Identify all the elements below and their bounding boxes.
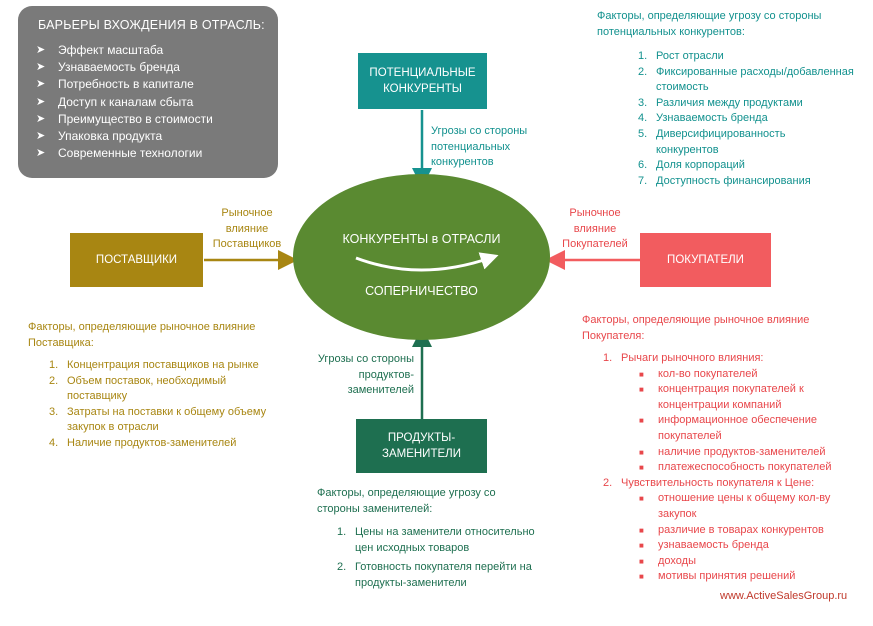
list-item: ■доходы xyxy=(639,554,861,570)
cycle-arrow-icon xyxy=(355,252,499,272)
square-bullet-icon: ■ xyxy=(639,572,644,582)
chevron-right-icon: ➤ xyxy=(36,95,46,108)
list-item: ■информационное обеспечение покупателей xyxy=(639,414,817,442)
list-item: ■мотивы принятия решений xyxy=(639,569,861,585)
supplier-factors-list: 1.Концентрация поставщиков на рынке 2.Об… xyxy=(49,358,287,452)
list-item: 1.Концентрация поставщиков на рынке xyxy=(49,359,259,371)
list-item: ➤Преимущество в стоимости xyxy=(36,111,213,128)
center-subtitle: СОПЕРНИЧЕСТВО xyxy=(365,284,478,298)
list-item: 2.Фиксированные расходы/добавленная стои… xyxy=(638,65,854,94)
barriers-title: БАРЬЕРЫ ВХОЖДЕНИЯ В ОТРАСЛЬ: xyxy=(38,18,265,32)
list-item: ■отношение цены к общему кол-ву закупок xyxy=(639,492,831,520)
center-title: КОНКУРЕНТЫ в ОТРАСЛИ xyxy=(342,232,501,246)
chevron-right-icon: ➤ xyxy=(36,44,46,56)
list-item: ■различие в товарах конкурентов xyxy=(639,523,861,539)
list-item: 3.Различия между продуктами xyxy=(638,96,803,109)
substitute-factors-title: Факторы, определяющие угрозу со стороны … xyxy=(317,487,496,515)
node-suppliers: ПОСТАВЩИКИ xyxy=(70,233,203,287)
substitute-factors-list: 1.Цены на заменители относительно цен ис… xyxy=(337,525,535,591)
buyer-factors-title: Факторы, определяющие рыночное влияние П… xyxy=(582,314,810,342)
chevron-right-icon: ➤ xyxy=(36,112,46,125)
chevron-right-icon: ➤ xyxy=(36,78,46,91)
list-item: 3.Затраты на поставки к общему объему за… xyxy=(49,405,267,434)
square-bullet-icon: ■ xyxy=(639,463,644,473)
chevron-right-icon: ➤ xyxy=(36,61,46,74)
label-buyer-influence: Рыночное влияние Покупателей xyxy=(562,207,628,251)
list-item: ➤Доступ к каналам сбыта xyxy=(36,94,213,111)
node-buyers: ПОКУПАТЕЛИ xyxy=(640,233,771,287)
list-item: 4.Наличие продуктов-заменителей xyxy=(49,436,237,449)
list-item: ➤Упаковка продукта xyxy=(36,128,213,145)
label-supplier-influence: Рыночное влияние Поставщиков xyxy=(212,207,282,251)
label-potential-threat: Угрозы со стороны потенциальных конкурен… xyxy=(431,125,528,169)
list-item: 5.Диверсифицированность конкурентов xyxy=(638,127,786,156)
list-item: 1.Рычаги рыночного влияния: xyxy=(603,352,764,364)
list-item: 4.Узнаваемость бренда xyxy=(638,112,768,125)
list-item: ➤Эффект масштаба xyxy=(36,42,213,59)
list-item: ■платежеспособность покупателей xyxy=(639,460,861,476)
square-bullet-icon: ■ xyxy=(639,541,644,551)
list-item: ■кол-во покупателей xyxy=(639,367,861,383)
potential-factors-title: Факторы, определяющие угрозу со стороны … xyxy=(597,10,822,38)
list-item: ➤Современные технологии xyxy=(36,145,213,162)
chevron-right-icon: ➤ xyxy=(36,147,46,160)
barriers-list: ➤Эффект масштаба ➤Узнаваемость бренда ➤П… xyxy=(36,42,213,162)
list-item: ■узнаваемость бренда xyxy=(639,538,861,554)
label-substitute-threat: Угрозы со стороны продуктов-заменителей xyxy=(317,353,414,397)
node-substitutes: ПРОДУКТЫ-ЗАМЕНИТЕЛИ xyxy=(356,419,487,473)
website-link[interactable]: www.ActiveSalesGroup.ru xyxy=(720,590,848,602)
node-potential-competitors: ПОТЕНЦИАЛЬНЫЕ КОНКУРЕНТЫ xyxy=(358,53,487,109)
list-item: 1.Цены на заменители относительно цен ис… xyxy=(337,526,535,554)
square-bullet-icon: ■ xyxy=(639,385,644,395)
list-item: ➤Узнаваемость бренда xyxy=(36,59,213,76)
square-bullet-icon: ■ xyxy=(639,556,644,566)
buyer-factors-list: 1.Рычаги рыночного влияния: ■кол-во поку… xyxy=(603,351,861,585)
potential-factors-list: 1.Рост отрасли 2.Фиксированные расходы/д… xyxy=(638,49,856,189)
list-item: 2.Чувствительность покупателя к Цене: xyxy=(603,476,815,489)
supplier-factors-title: Факторы, определяющие рыночное влияние П… xyxy=(28,321,256,349)
list-item: 7.Доступность финансирования xyxy=(638,174,811,187)
chevron-right-icon: ➤ xyxy=(36,130,46,143)
square-bullet-icon: ■ xyxy=(639,525,644,535)
list-item: ➤Потребность в капитале xyxy=(36,76,213,93)
list-item: ■наличие продуктов-заменителей xyxy=(639,445,861,461)
list-item: 2.Готовность покупателя перейти на проду… xyxy=(337,561,532,589)
list-item: 1.Рост отрасли xyxy=(638,50,724,62)
node-industry-competitors xyxy=(293,174,550,340)
square-bullet-icon: ■ xyxy=(639,494,644,504)
square-bullet-icon: ■ xyxy=(639,447,644,457)
list-item: 6.Доля корпораций xyxy=(638,159,745,172)
list-item: 2.Объем поставок, необходимый поставщику xyxy=(49,374,227,403)
barriers-panel: БАРЬЕРЫ ВХОЖДЕНИЯ В ОТРАСЛЬ: ➤Эффект мас… xyxy=(18,6,278,178)
list-item: ■концентрация покупателей к концентрации… xyxy=(639,383,804,411)
square-bullet-icon: ■ xyxy=(639,416,644,426)
square-bullet-icon: ■ xyxy=(639,369,644,379)
